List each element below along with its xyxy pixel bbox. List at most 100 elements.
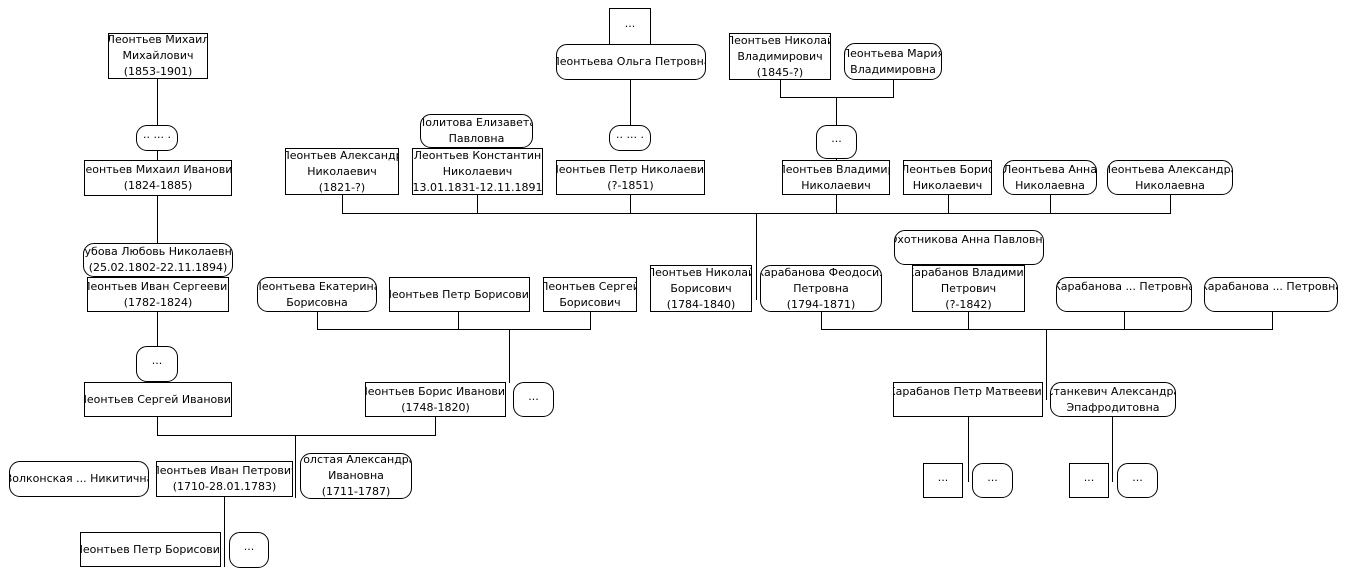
ellipsis-label: ···	[243, 543, 255, 556]
collapsed-family[interactable]: ···	[972, 463, 1013, 498]
person-name-line: Петрович	[940, 281, 997, 295]
collapsed-family[interactable]: ···	[1069, 463, 1109, 498]
ellipsis-label: ·· ··· ·	[616, 131, 644, 144]
connector	[317, 312, 591, 330]
person-name-line: Николаевна	[1135, 178, 1205, 192]
person-name: Станкевич Александра	[1050, 384, 1176, 398]
ellipsis-label: ···	[528, 392, 539, 406]
person-karabanov-petr[interactable]: Карабанов Петр Матвеевич	[893, 382, 1043, 417]
person-name-line: Борисовна	[286, 295, 348, 309]
ellipsis-label: ···	[831, 135, 842, 148]
person-dates: (1710-28.01.1783)	[172, 480, 277, 493]
person-name: Леонтьев Петр Борисович	[80, 542, 221, 556]
person-name-line: Борисович	[559, 295, 621, 309]
person-name: Леонтьева Екатерина	[257, 279, 377, 293]
person-sergey-ivanovich[interactable]: Леонтьев Сергей Иванович	[84, 382, 232, 417]
person-name: Леонтьев Сергей Иванович	[84, 392, 232, 406]
person-name-line: Николаевич	[307, 164, 377, 178]
person-volkonskaya[interactable]: Волконская ... Никитична	[9, 461, 149, 497]
person-dates: (1794-1871)	[786, 297, 856, 311]
person-name-line: Николаевич	[442, 164, 513, 178]
person-ivan-petrovich[interactable]: Леонтьев Иван Петрович(1710-28.01.1783)	[156, 461, 293, 497]
person-name-line: Николаевна	[1015, 178, 1085, 192]
person-name: Леонтьева Мария	[844, 46, 942, 60]
person-name: Леонтьев Михаил Иванович	[84, 163, 232, 176]
person-name: Карабанова ... Петровна	[1056, 280, 1192, 293]
person-name: Леонтьев Иван Сергеевич	[87, 279, 229, 293]
person-dates: (1711-1787)	[321, 485, 391, 498]
person-name: Леонтьев Николай	[650, 265, 752, 279]
person-name: Леонтьев Борис Иванович	[365, 384, 506, 398]
collapsed-family[interactable]: ···	[1117, 463, 1158, 498]
person-boris-ivanovich[interactable]: Леонтьев Борис Иванович(1748-1820)	[365, 382, 506, 417]
collapsed-family[interactable]: ·· ··· ·	[136, 125, 178, 151]
person-name: Леонтьев Петр Николаевич	[556, 162, 705, 176]
ellipsis-label: ···	[1083, 473, 1095, 487]
ellipsis-label: ···	[937, 473, 949, 487]
person-name: Леонтьев Михаил	[108, 33, 208, 46]
person-dates: (1784-1840)	[666, 297, 736, 311]
collapsed-family[interactable]: ·· ··· ·	[609, 125, 651, 151]
person-name: Леонтьев Владимир	[782, 162, 890, 176]
person-name-line: Борисович	[670, 281, 732, 295]
person-name: Волконская ... Никитична	[9, 472, 149, 485]
person-dates: (?-1851)	[607, 178, 654, 192]
person-name-line: Владимировна	[850, 62, 936, 76]
person-name: Карабанова ... Петровна	[1204, 280, 1338, 293]
person-ivan-sergeevich[interactable]: Леонтьев Иван Сергеевич(1782-1824)	[87, 277, 229, 312]
collapsed-family[interactable]: ···	[923, 463, 963, 498]
person-name: Леонтьев Николай	[729, 33, 831, 47]
person-name-line: Владимирович	[737, 49, 823, 63]
person-name: Леонтьев Сергей	[543, 279, 637, 293]
person-olga-petrovna[interactable]: Леонтьева Ольга Петровна	[556, 44, 706, 80]
person-okhotnikova[interactable]: Охотникова Анна Павловна	[894, 230, 1044, 265]
person-petr-borisovich-bottom[interactable]: Леонтьев Петр Борисович	[80, 532, 221, 567]
person-name: Карабанов Владимир	[912, 265, 1025, 279]
ellipsis-label: ···	[151, 357, 163, 370]
person-name: Зубова Любовь Николаевна	[83, 245, 233, 258]
connector	[342, 195, 1171, 214]
ellipsis-label: ···	[624, 19, 636, 33]
person-name: Леонтьев Борис	[903, 162, 992, 176]
person-name-line: Эпафродитовна	[1066, 400, 1160, 414]
collapsed-family[interactable]: ···	[816, 125, 857, 159]
person-name-line: Петровна	[793, 281, 849, 295]
person-name-line: Павловна	[448, 132, 505, 145]
person-dates: (?-1842)	[945, 297, 992, 311]
person-dates: (25.02.1802-22.11.1894)	[88, 261, 228, 274]
collapsed-family[interactable]: ···	[609, 8, 651, 45]
collapsed-family[interactable]: ···	[136, 346, 178, 382]
person-name-line: Михайлович	[122, 49, 194, 62]
person-name: Толстая Александра	[300, 453, 412, 466]
collapsed-family[interactable]: ···	[513, 382, 554, 417]
person-dates: (1853-1901)	[123, 65, 193, 78]
person-dates: (1821-?)	[318, 180, 366, 194]
person-name: Политова Елизавета	[420, 116, 533, 129]
person-petr-borisovich[interactable]: Леонтьев Петр Борисович	[389, 277, 530, 312]
ellipsis-label: ···	[987, 473, 998, 487]
person-zubova[interactable]: Зубова Любовь Николаевна (25.02.1802-22.1…	[83, 243, 233, 277]
person-karabanova-petrovna-1[interactable]: Карабанова ... Петровна	[1056, 277, 1192, 312]
person-karabanova-petrovna-2[interactable]: Карабанова ... Петровна	[1204, 277, 1338, 312]
person-name-line: Ивановна	[328, 469, 384, 482]
person-petr-nikolaevich[interactable]: Леонтьев Петр Николаевич (?-1851)	[556, 160, 705, 195]
collapsed-family[interactable]: ···	[229, 532, 269, 568]
person-mikhail-ivanovich[interactable]: Леонтьев Михаил Иванович(1824-1885)	[84, 160, 232, 196]
